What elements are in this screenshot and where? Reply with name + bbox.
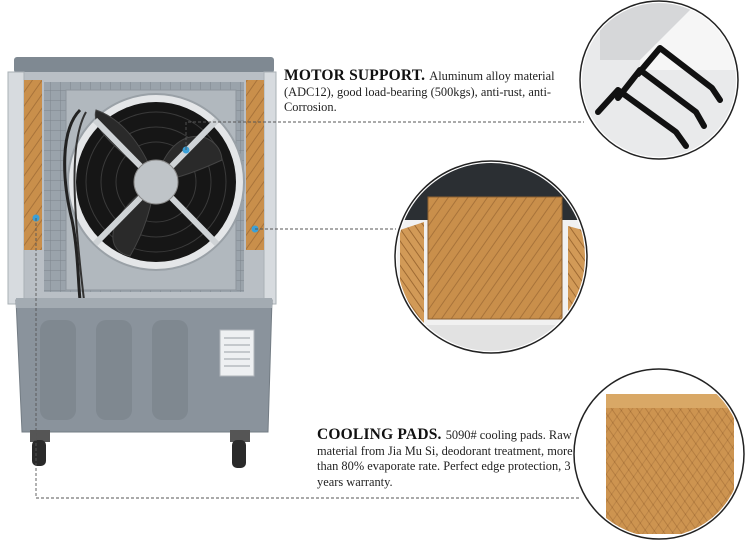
motor-support-description: Aluminum alloy material (ADC12), good lo… bbox=[284, 69, 555, 115]
tank-rib bbox=[152, 320, 188, 420]
motor-hub bbox=[133, 159, 179, 205]
motor-support-leader bbox=[185, 121, 584, 150]
motor-support-callout: MOTOR SUPPORT. Aluminum alloy material (… bbox=[284, 68, 569, 116]
pad-panel bbox=[427, 196, 563, 320]
motor-support-heading: MOTOR SUPPORT. bbox=[284, 67, 430, 84]
cooling-pad-leader-left bbox=[35, 218, 580, 499]
leader-lines bbox=[35, 121, 584, 499]
caster-wheels bbox=[30, 430, 250, 468]
cooling-pad-closeup-lens bbox=[573, 368, 745, 540]
left-cooling-pad bbox=[24, 80, 42, 250]
bracket-icon bbox=[595, 45, 723, 149]
air-cooler-product bbox=[7, 57, 277, 468]
right-side-panel bbox=[263, 71, 277, 305]
tank-rib bbox=[40, 320, 76, 420]
tank-rib bbox=[96, 320, 132, 420]
left-side-panel bbox=[7, 71, 25, 305]
cooler-lid bbox=[14, 57, 274, 73]
cooling-pads-callout: COOLING PADS. 5090# cooling pads. Raw ma… bbox=[317, 427, 587, 490]
pad-panel-side bbox=[400, 222, 424, 332]
right-cooling-pad bbox=[246, 80, 264, 250]
spec-label bbox=[219, 329, 255, 377]
cooling-pads-heading: COOLING PADS. bbox=[317, 426, 446, 443]
cooling-pads-description: 5090# cooling pads. Raw material from Ji… bbox=[317, 428, 573, 489]
power-cable bbox=[63, 108, 82, 301]
tank-rim bbox=[16, 298, 272, 308]
motor-support-zoom-lens bbox=[579, 0, 739, 160]
cooling-pad-zoom-lens bbox=[394, 160, 588, 354]
